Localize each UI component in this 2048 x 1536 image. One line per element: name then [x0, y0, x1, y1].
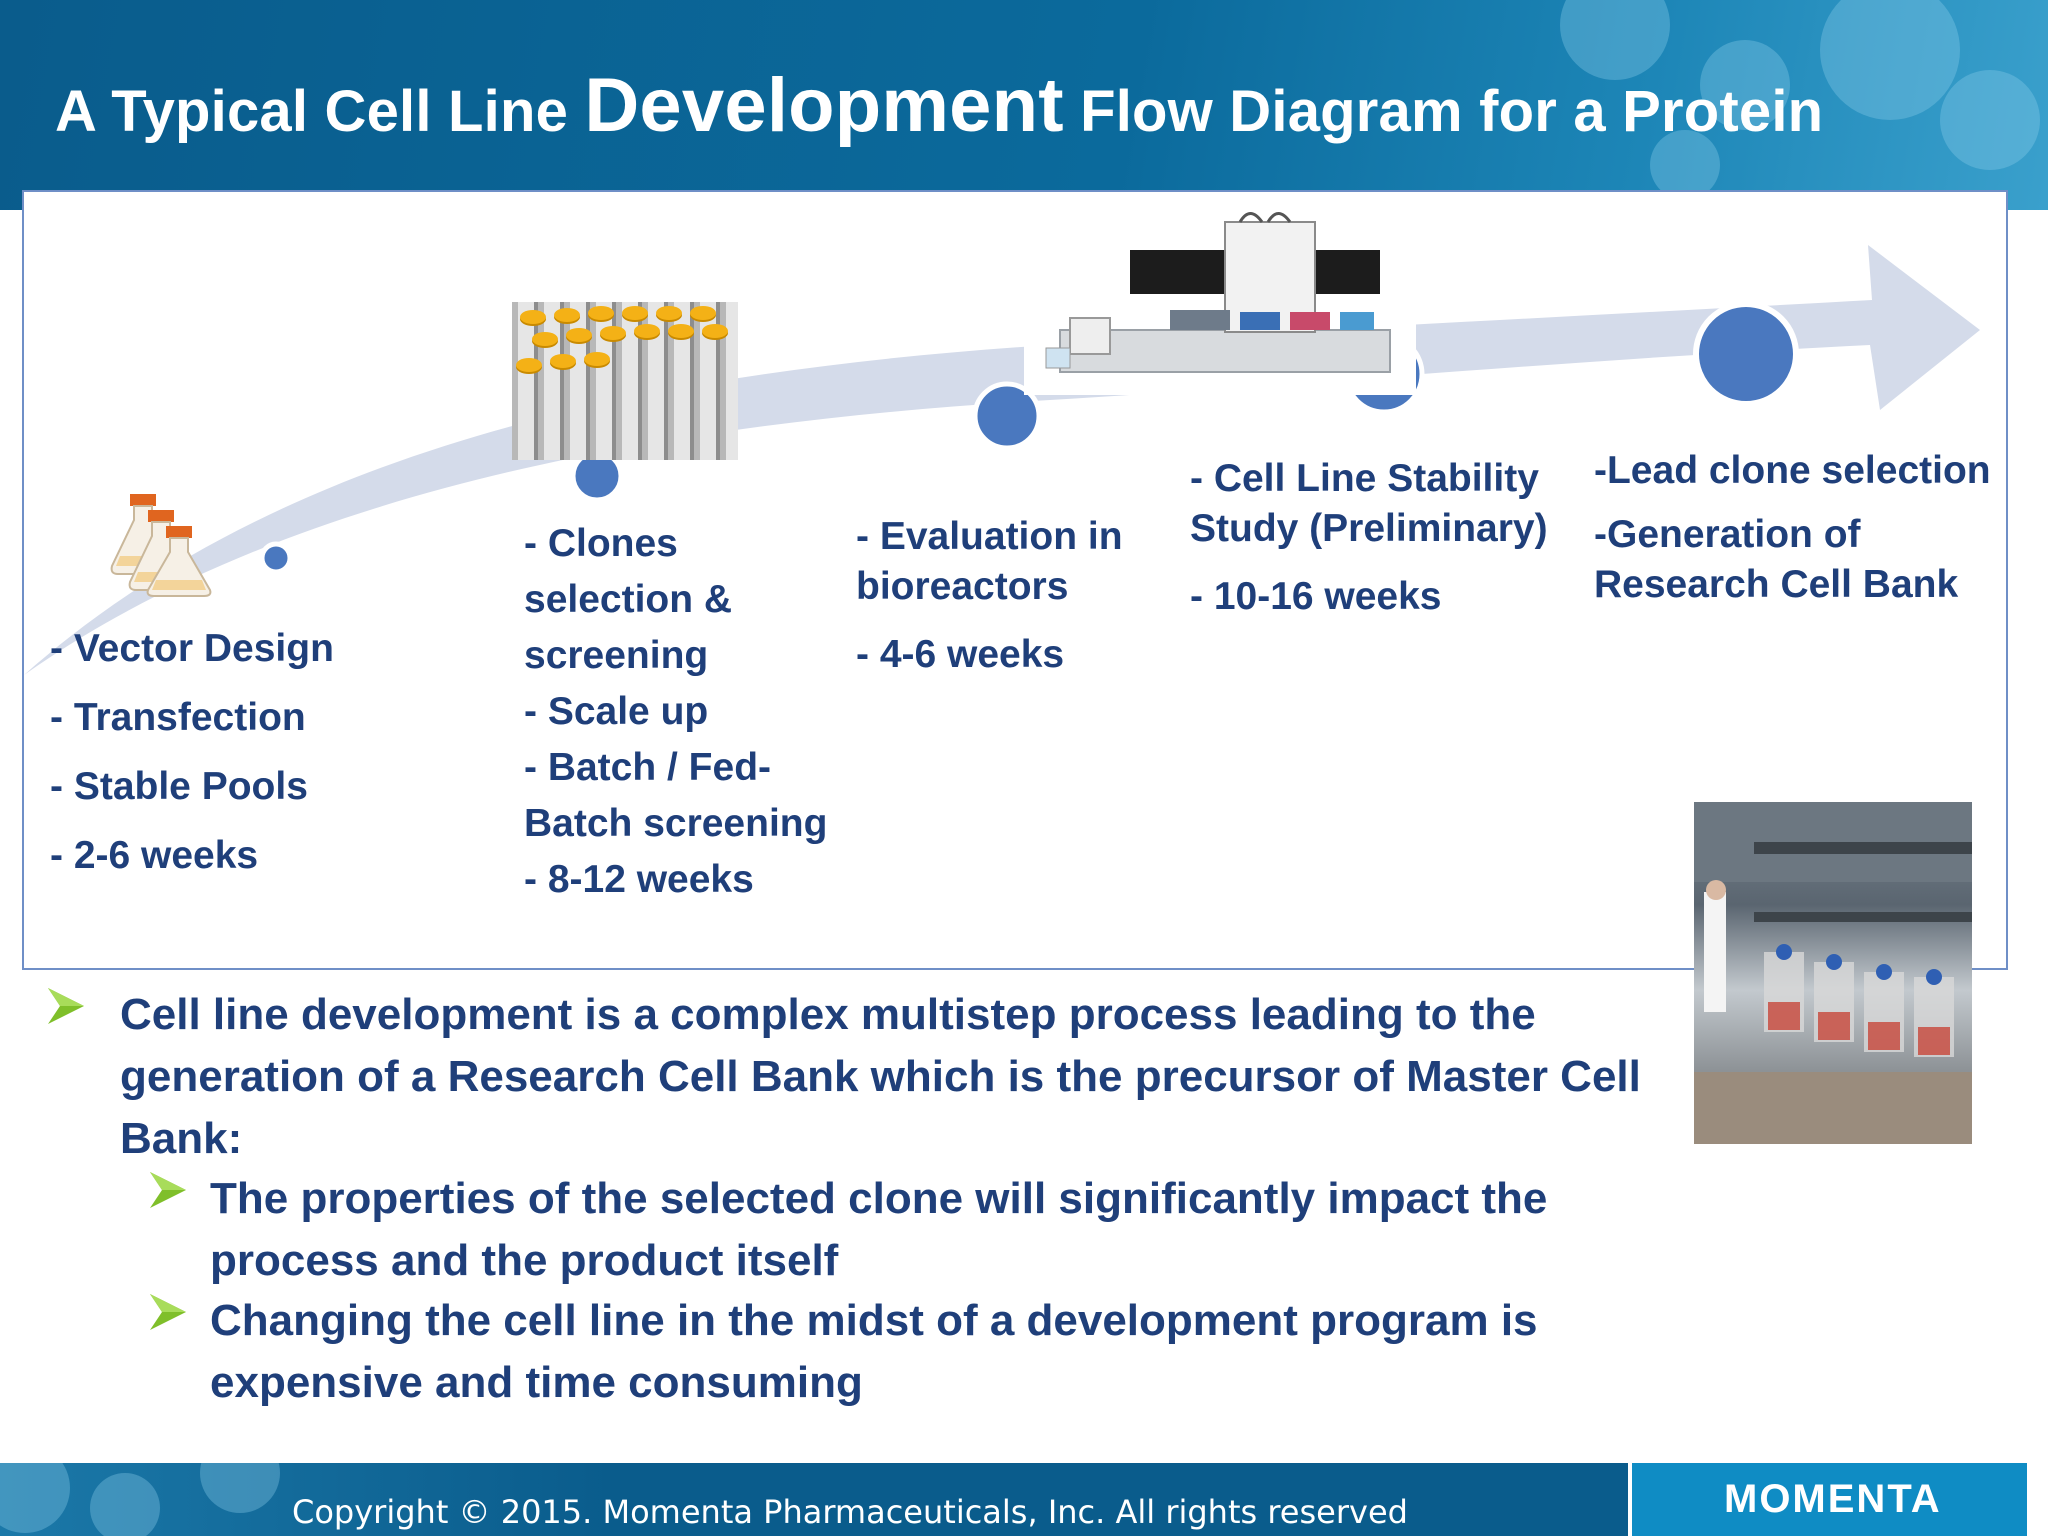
- stage-2-text: - Clones selection & screening - Scale u…: [524, 516, 827, 908]
- stage-1-dot: [259, 541, 293, 575]
- stage-3-dot: [972, 381, 1042, 451]
- timeline-arrow: [24, 245, 1980, 675]
- bullet-main-line: generation of a Research Cell Bank which…: [120, 1052, 1641, 1101]
- stage-3-line: - Evaluation in: [856, 515, 1123, 558]
- banner-bubble-decoration: [1940, 70, 2040, 170]
- stage-2-line: selection &: [524, 578, 733, 621]
- company-logo-text: MOMENTA: [1724, 1477, 1942, 1521]
- footer-bubble-decoration: [0, 1463, 70, 1533]
- stage-2-line: - Batch / Fed-: [524, 746, 772, 789]
- tube-cap: [702, 324, 728, 338]
- tube-cap: [588, 306, 614, 320]
- stage-1-line: - 2-6 weeks: [50, 834, 259, 877]
- bullet-main-text: Cell line development is a complex multi…: [120, 984, 1641, 1170]
- bullet-sub-1-line: The properties of the selected clone wil…: [210, 1174, 1548, 1223]
- culture-tubes-photo: [512, 302, 738, 460]
- stage-5-line: Research Cell Bank: [1594, 563, 1959, 606]
- stage-5-line: -Generation of: [1594, 513, 1861, 556]
- title-part-2: Flow Diagram for a Protein: [1063, 79, 1824, 144]
- title-part-1: A Typical Cell Line: [55, 79, 585, 144]
- tube-cap: [532, 332, 558, 346]
- company-logo: MOMENTA: [1628, 1463, 2024, 1536]
- tube-cap: [516, 358, 542, 372]
- copyright-text: Copyright © 2015. Momenta Pharmaceutical…: [292, 1493, 1408, 1531]
- stage-3-line: - 4-6 weeks: [856, 633, 1065, 676]
- arrow-bullet-icon: [48, 988, 84, 1024]
- stage-1-line: - Transfection: [50, 696, 306, 739]
- bullet-sub-1-line: process and the product itself: [210, 1236, 839, 1285]
- banner-bubble-decoration: [1700, 40, 1790, 130]
- tube-cap: [600, 326, 626, 340]
- stage-1-line: - Stable Pools: [50, 765, 308, 808]
- stage-2-line: - Scale up: [524, 690, 709, 733]
- bullet-sub-2-line: expensive and time consuming: [210, 1358, 863, 1407]
- footer-edge-divider: [2024, 1463, 2048, 1536]
- tube-cap: [634, 324, 660, 338]
- footer-bubble-decoration: [200, 1463, 280, 1513]
- bullet-main-line: Cell line development is a complex multi…: [120, 990, 1536, 1039]
- stage-3-text: - Evaluation in bioreactors - 4-6 weeks: [856, 512, 1123, 680]
- tube-cap: [656, 306, 682, 320]
- title-emphasis: Development: [584, 63, 1064, 148]
- bullet-main-line: Bank:: [120, 1114, 243, 1163]
- stage-1-text: - Vector Design - Transfection - Stable …: [50, 614, 334, 890]
- footer-bubble-decoration: [90, 1473, 160, 1536]
- tube-cap: [520, 310, 546, 324]
- stage-1-line: - Vector Design: [50, 627, 334, 670]
- stage-5-line: -Lead clone selection: [1594, 449, 1991, 492]
- tube-cap: [622, 306, 648, 320]
- arrow-bullet-icon: [150, 1294, 186, 1330]
- stage-5-text: -Lead clone selection -Generation of Res…: [1594, 446, 1991, 610]
- stage-3-line: bioreactors: [856, 565, 1069, 608]
- bioreactor-lab-illustration: [1694, 802, 1972, 1144]
- bullet-sub-1-text: The properties of the selected clone wil…: [210, 1168, 1547, 1292]
- tube-cap: [550, 354, 576, 368]
- stage-4-line: - Cell Line Stability: [1190, 457, 1539, 500]
- tube-cap: [668, 324, 694, 338]
- liquid-handler-robot-image: [1024, 205, 1416, 395]
- tube-cap: [584, 352, 610, 366]
- stage-5-dot: [1693, 301, 1799, 407]
- footer-bar: Copyright © 2015. Momenta Pharmaceutical…: [0, 1463, 2048, 1536]
- stage-4-text: - Cell Line Stability Study (Preliminary…: [1190, 454, 1548, 622]
- banner-bubble-decoration: [1820, 0, 1960, 120]
- bullet-sub-2-text: Changing the cell line in the midst of a…: [210, 1290, 1538, 1414]
- stage-2-line: Batch screening: [524, 802, 828, 845]
- tube-cap: [690, 306, 716, 320]
- stage-2-line: - 8-12 weeks: [524, 858, 754, 901]
- bioreactor-lab-photo: [1694, 802, 1972, 1144]
- tube-cap: [566, 328, 592, 342]
- arrow-bullet-icon: [150, 1172, 186, 1208]
- flow-arrow-diagram: [24, 205, 1980, 675]
- stage-2-line: - Clones: [524, 522, 678, 565]
- stage-4-line: Study (Preliminary): [1190, 507, 1548, 550]
- banner-bubble-decoration: [1650, 130, 1720, 200]
- stage-2-line: screening: [524, 634, 709, 677]
- stage-4-line: - 10-16 weeks: [1190, 575, 1442, 618]
- bullet-sub-2-line: Changing the cell line in the midst of a…: [210, 1296, 1538, 1345]
- page-title: A Typical Cell Line Development Flow Dia…: [55, 62, 1823, 149]
- tube-cap: [554, 308, 580, 322]
- title-banner: A Typical Cell Line Development Flow Dia…: [0, 0, 2048, 210]
- flask-icon: [110, 494, 212, 597]
